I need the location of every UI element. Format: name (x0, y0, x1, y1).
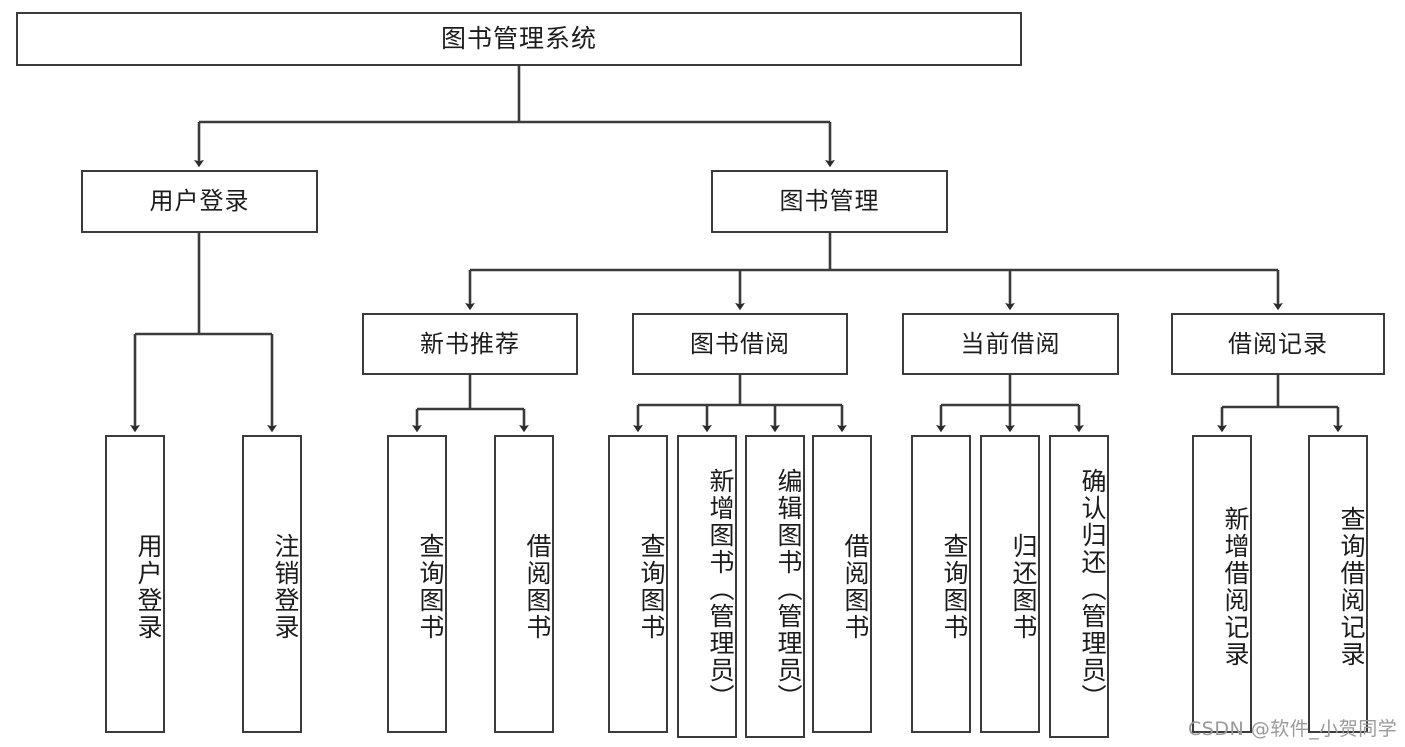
node-new-book-recommend[interactable]: 新书推荐 (362, 313, 578, 375)
leaf-current-borrow-return-books[interactable]: 归还图书 (980, 435, 1040, 733)
csdn-watermark: CSDN @软件_小贺同学 (1188, 718, 1398, 740)
leaf-book-borrow-add-book-admin[interactable]: 新增图书（管理员） (677, 435, 737, 738)
leaf-current-borrow-query-books[interactable]: 查询图书 (911, 435, 971, 733)
leaf-user-login-logout[interactable]: 注销登录 (242, 435, 302, 733)
leaf-new-book-query-books[interactable]: 查询图书 (387, 435, 447, 733)
leaf-book-borrow-borrow-books[interactable]: 借阅图书 (812, 435, 872, 733)
node-borrow-record[interactable]: 借阅记录 (1171, 313, 1385, 375)
leaf-new-book-borrow-books[interactable]: 借阅图书 (494, 435, 554, 733)
node-user-login[interactable]: 用户登录 (81, 170, 318, 233)
leaf-current-borrow-confirm-return-admin[interactable]: 确认归还（管理员） (1049, 435, 1109, 738)
node-root-system[interactable]: 图书管理系统 (16, 12, 1022, 66)
leaf-book-borrow-query-books[interactable]: 查询图书 (608, 435, 668, 733)
leaf-borrow-record-add-record[interactable]: 新增借阅记录 (1192, 435, 1252, 733)
node-book-management[interactable]: 图书管理 (711, 170, 948, 233)
node-book-borrow[interactable]: 图书借阅 (632, 313, 848, 375)
leaf-book-borrow-edit-book-admin[interactable]: 编辑图书（管理员） (745, 435, 805, 738)
leaf-user-login-login[interactable]: 用户登录 (105, 435, 165, 733)
leaf-borrow-record-query-record[interactable]: 查询借阅记录 (1308, 435, 1368, 733)
node-current-borrow[interactable]: 当前借阅 (902, 313, 1119, 375)
